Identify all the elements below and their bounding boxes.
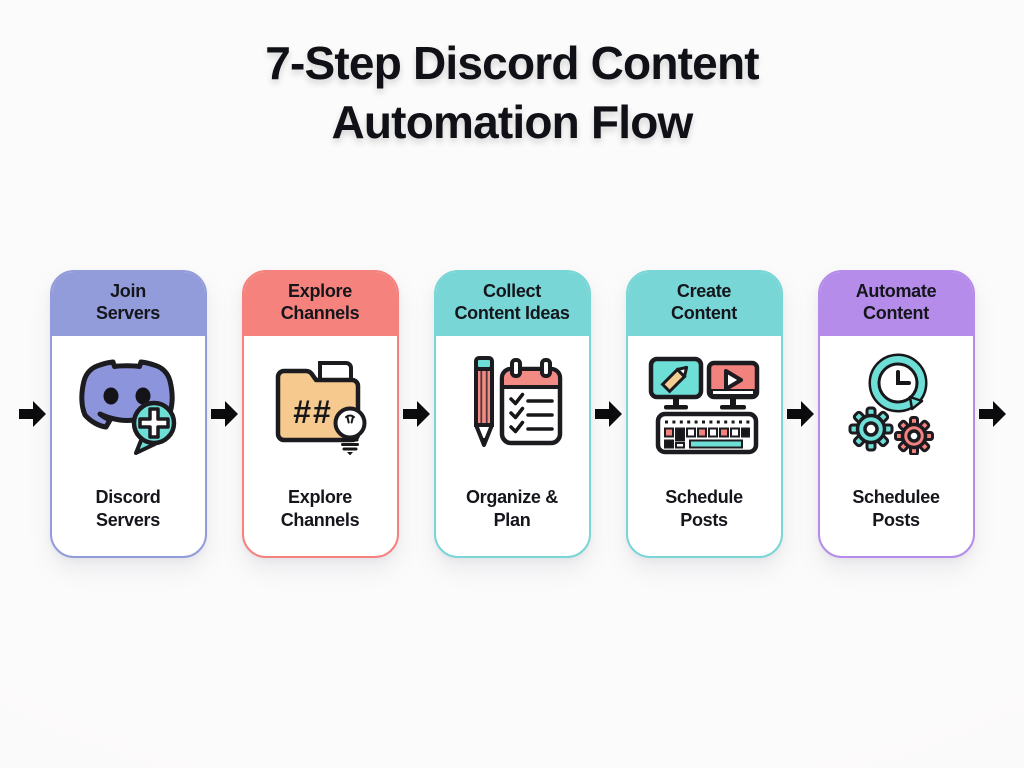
clock-gears-icon [848,353,934,455]
step-label: Explore Channels [280,486,360,530]
step-header: Automate Content [819,272,973,336]
flow-row: Join Servers Discord Servers Explore Cha… [0,270,1024,558]
step-body: ## Explore Channels [244,336,397,556]
flow-arrow-right-icon [210,401,238,427]
step-label: Discord Servers [95,486,161,530]
step-label: Organize & Plan [465,486,559,530]
step-body: Schedulee Posts [820,336,973,556]
step-body: Organize & Plan [436,336,589,556]
pencil-checklist-icon [474,356,563,447]
step-card-create-content: Create Content [625,270,783,558]
step-header: Collect Content Ideas [435,272,589,336]
flow-arrow-right-icon [594,401,622,427]
step-body: Schedule Posts [628,336,781,556]
step-card-join-servers: Join Servers Discord Servers [49,270,207,558]
step-card-explore-channels: Explore Channels ## Explore Channels [241,270,399,558]
step-label: Schedule Posts [665,486,743,530]
channels-folder-icon: ## [275,361,367,455]
step-label: Schedulee Posts [852,486,940,530]
step-card-automate-content: Automate Content [817,270,975,558]
flow-arrow-right-icon [18,401,46,427]
flow-arrow-right-icon [978,401,1006,427]
step-card-collect-content-ideas: Collect Content Ideas [433,270,591,558]
step-body: Discord Servers [52,336,205,556]
flow-arrow-right-icon [402,401,430,427]
step-header: Create Content [627,272,781,336]
flow-arrow-right-icon [786,401,814,427]
step-header: Explore Channels [243,272,397,336]
folder-hash-text: ## [293,394,333,430]
page-title: 7-Step Discord Content Automation Flow [265,37,759,148]
discord-add-icon [79,359,177,455]
step-header: Join Servers [51,272,205,336]
monitors-keyboard-icon [648,356,760,455]
